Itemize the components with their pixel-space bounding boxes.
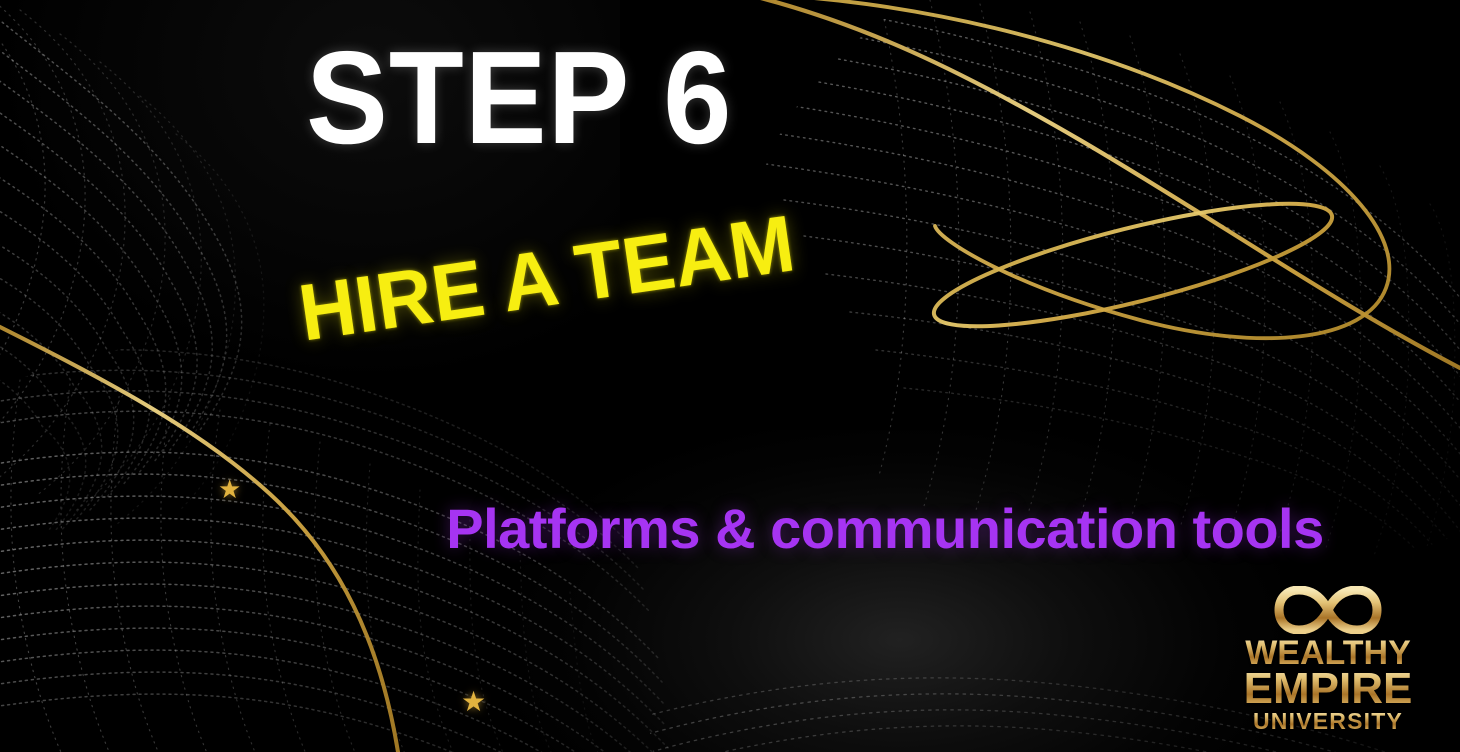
gold-ellipse-inner xyxy=(931,201,1335,329)
infinity-icon xyxy=(1274,586,1382,634)
step-title: STEP 6 xyxy=(306,24,733,171)
gold-curve-top xyxy=(760,0,1460,371)
subheadline-platforms-communication-tools: Platforms & communication tools xyxy=(446,497,1324,560)
gold-star-lower-left: ★ xyxy=(461,686,487,717)
gold-curve-left xyxy=(0,324,400,752)
wealthy-empire-university-logo: WEALTHY EMPIRE UNIVERSITY xyxy=(1238,586,1418,733)
logo-line-university: UNIVERSITY xyxy=(1238,710,1418,733)
gold-curve-ellipse-outer xyxy=(813,0,1392,340)
logo-line-wealthy: WEALTHY xyxy=(1238,636,1418,670)
logo-line-empire: EMPIRE xyxy=(1238,667,1418,711)
gold-star-upper-left: ★ xyxy=(218,474,242,504)
